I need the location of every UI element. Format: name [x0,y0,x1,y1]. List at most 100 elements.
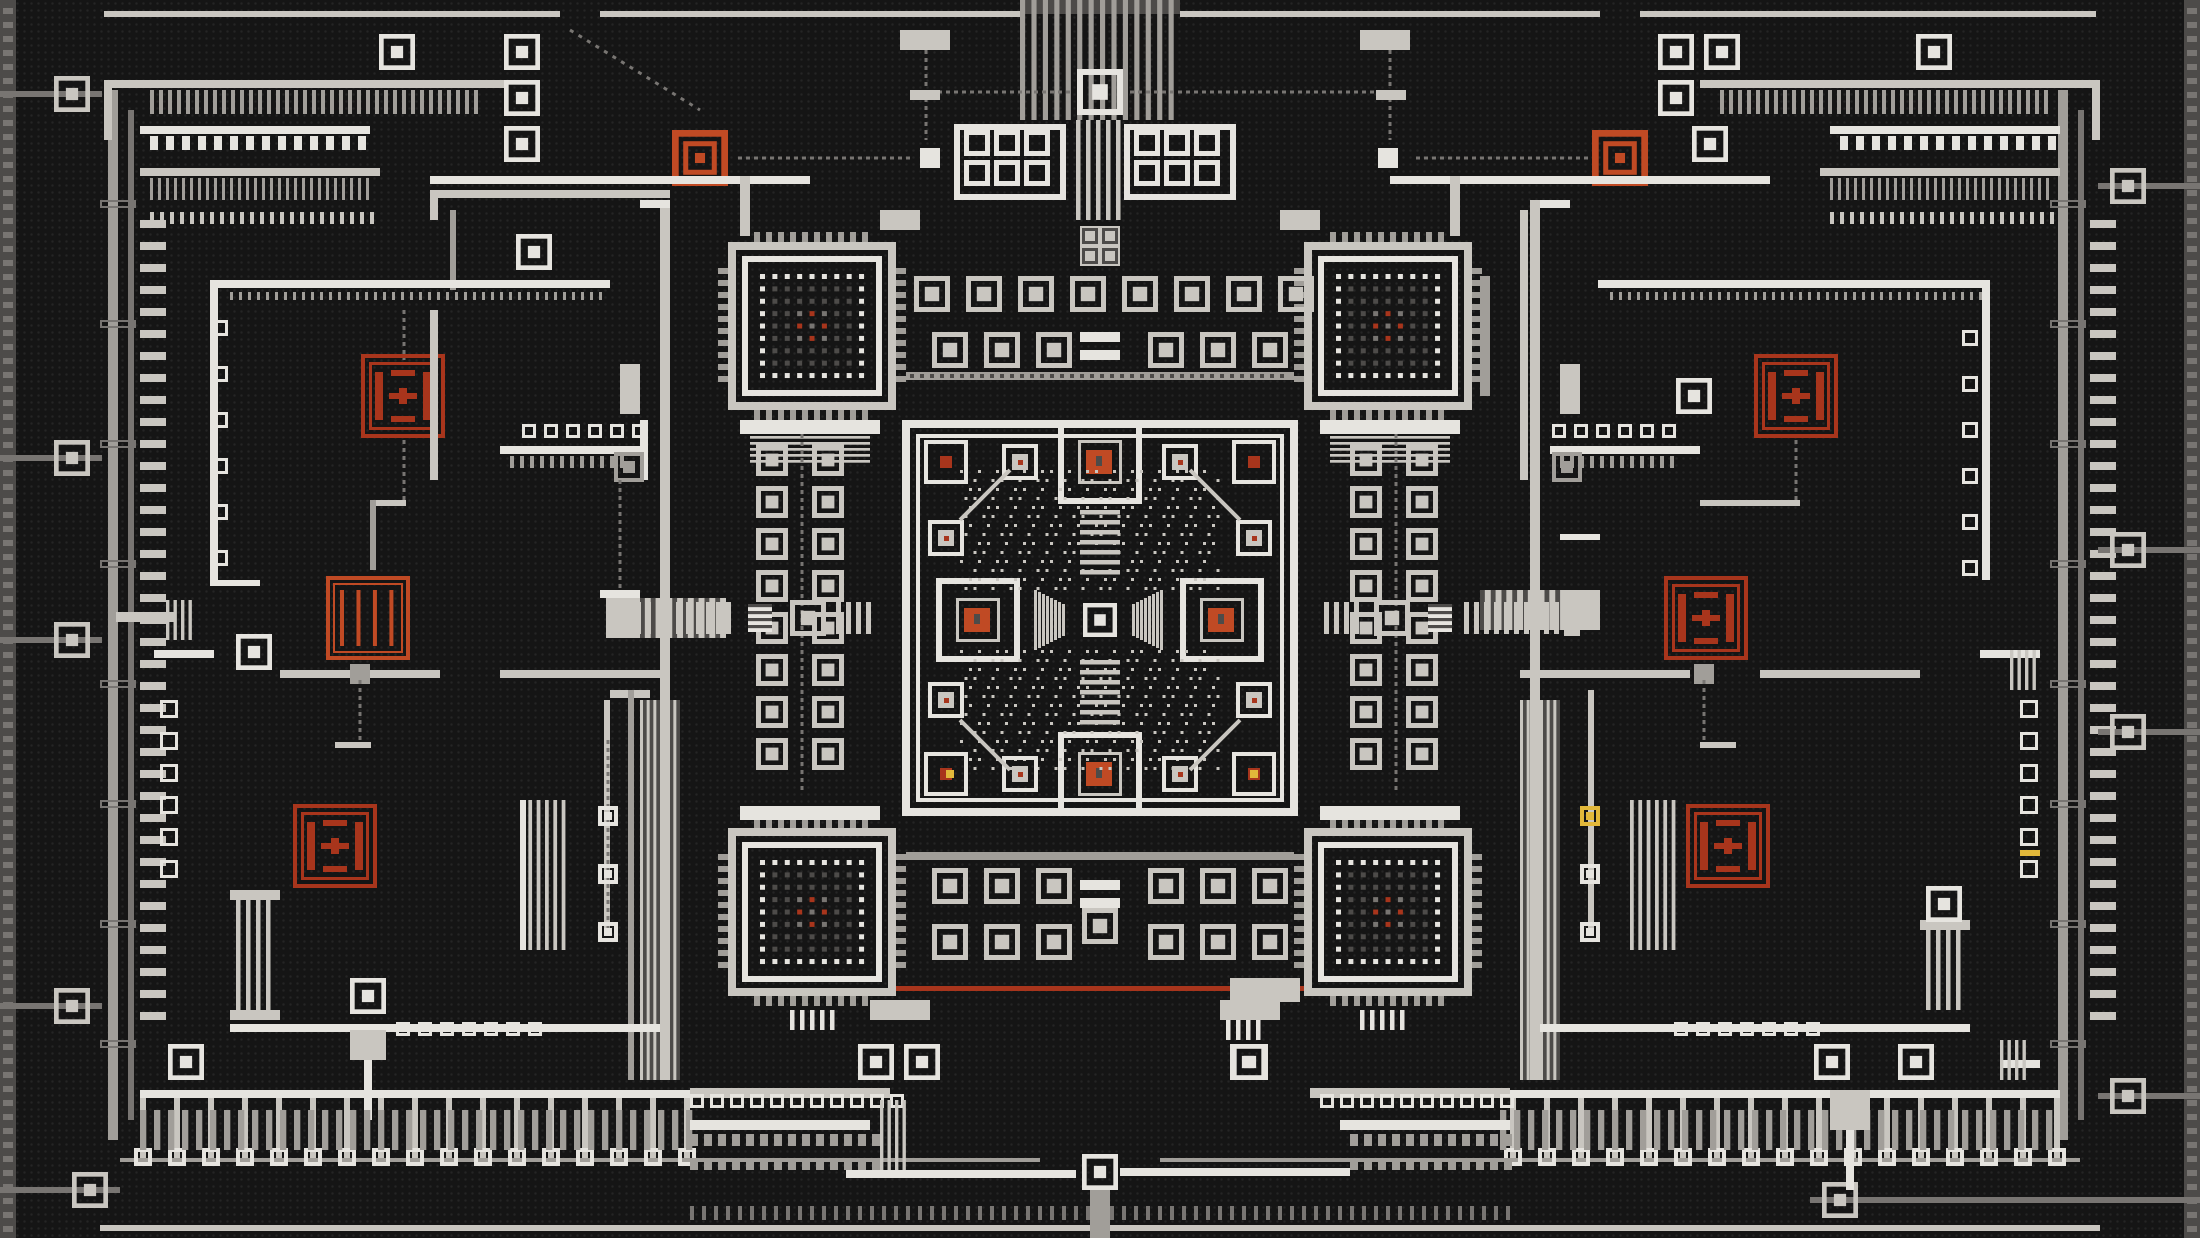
tooth-foot [1878,1148,1896,1166]
cell-outer [1174,276,1210,312]
rf-shelf-b [1700,742,1736,748]
square-glyph-core [65,633,79,647]
stripe [1080,670,1120,675]
tick [3,260,13,266]
stripe [196,1110,203,1150]
lr-rail [1540,1024,1970,1032]
tick [1302,1206,1306,1220]
tick [2187,1212,2197,1218]
tick [572,292,575,300]
dither-dot [982,713,986,716]
tick [491,292,494,300]
square-glyph-icon [858,1043,895,1080]
tick [2010,212,2014,224]
cell-icon [1374,600,1410,636]
dither-dot [1059,686,1062,689]
tick [1828,90,1832,114]
tick [2187,22,2197,28]
dither-dot [1036,677,1040,680]
tick [1490,1158,1498,1170]
dither-dot [1180,731,1184,734]
dither-dot [1041,740,1044,743]
chip-dot [821,934,827,940]
tick [360,212,364,224]
dot-cell [160,828,178,846]
chip-dot [834,348,840,354]
node-frame [928,520,964,556]
chip-dot [1385,909,1391,915]
tick [1344,602,1349,634]
tick [718,352,728,358]
cell-core [765,495,779,509]
tick [3,134,13,140]
dither-dot [1113,758,1116,761]
side-ladder-rung [2090,440,2116,448]
side-node [2050,800,2086,808]
ul-comb [150,136,366,150]
dither-dot [1162,713,1166,716]
chip-dot [1410,311,1416,317]
tick [3,1142,13,1148]
target-glyph-icon [671,130,728,186]
tick [1936,90,1940,114]
chip-dot [1336,872,1341,878]
tick [3,78,13,84]
stripe [1122,0,1128,120]
rh-rail-b [1550,446,1700,454]
cell-core [1359,705,1373,719]
chip-dot [1422,959,1428,965]
tick [896,280,906,286]
cell-outer [598,922,618,942]
tooth-stem [1748,1098,1754,1158]
chip-dot [797,298,803,304]
core-slot-glyph [1078,752,1122,796]
stripe [1556,1110,1563,1150]
chip-dot [1385,335,1391,341]
stripe [364,1110,371,1150]
stripe [1031,0,1037,120]
dither-dot [982,731,986,734]
dot-cell [212,458,228,474]
tick [2187,666,2197,672]
dither-dot [973,767,977,770]
rune-bar-bottom [323,866,347,872]
rune-bar-bottom [1694,638,1718,644]
dither-dot [1185,524,1188,527]
side-bar-outer [2058,90,2068,1140]
dither-dot [1027,713,1031,716]
cell-outer [812,528,844,560]
side-bar-inner [2078,110,2084,1120]
stripe [1638,800,1643,950]
dither-dot [1131,560,1134,563]
side-ladder-rung [2090,374,2116,382]
tick [1873,90,1877,114]
lf-dot-column-b [160,700,178,878]
side-node [2050,560,2086,568]
chip-dot [1373,860,1379,865]
dither-dot [1171,515,1175,518]
tick [2030,212,2034,224]
stripe [1752,1110,1759,1150]
dither-dot [1189,677,1193,680]
node-frame [1002,444,1038,480]
spoke [1156,592,1159,648]
stripe [406,1110,413,1150]
dither-dot [1045,731,1049,734]
chip-dot [1348,274,1354,279]
tick [896,352,906,358]
chip-frame [742,842,882,982]
cell-outer [1406,486,1438,518]
rune-stroke-left [375,372,383,420]
dot-cell [396,1022,410,1036]
tick [978,1206,982,1220]
cell-core [1359,537,1373,551]
dither-dot [1126,587,1130,590]
dither-dot [1077,686,1080,689]
tick [1860,212,1864,224]
tick [174,178,177,200]
tick [1000,374,1004,378]
tick [940,374,944,378]
tick [690,1206,694,1220]
side-ladder-rung [140,374,166,382]
dither-dot [969,704,972,707]
